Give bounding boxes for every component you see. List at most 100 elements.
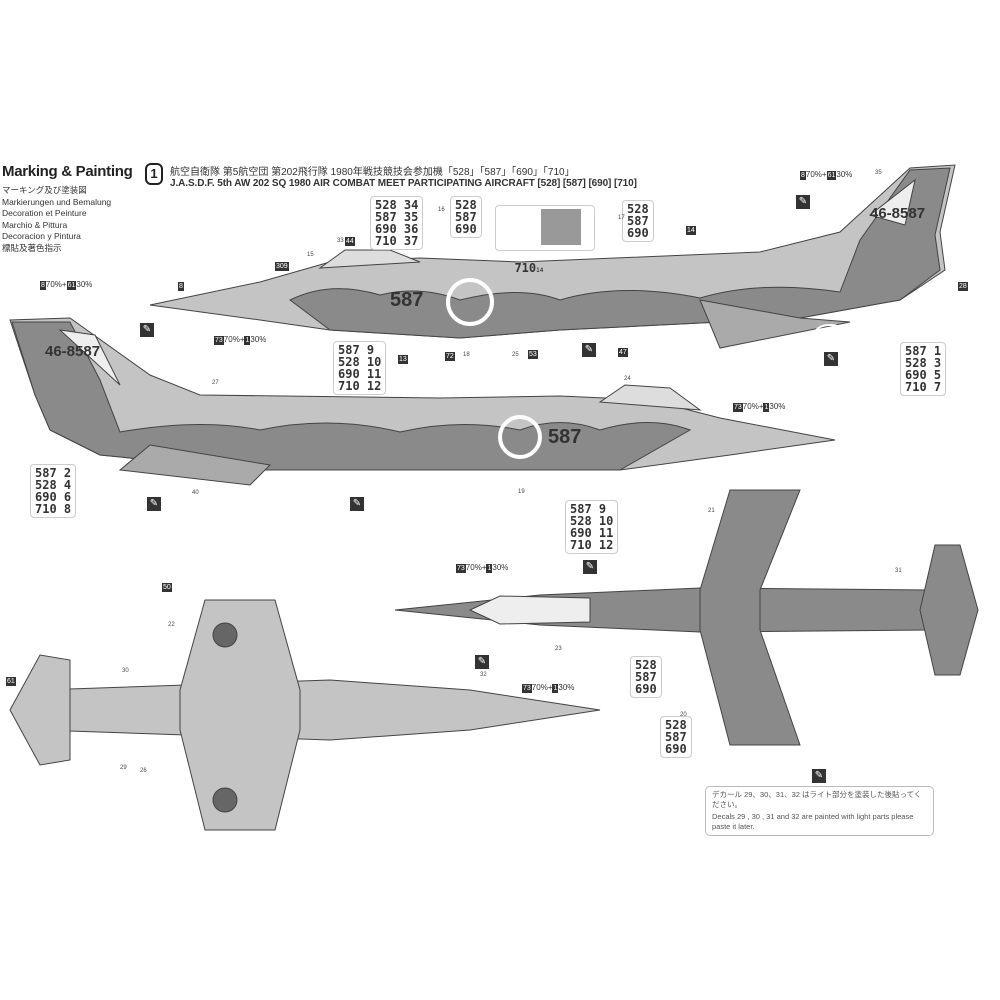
callout: 29 (120, 765, 127, 771)
paint-brush-icon: ✎ (350, 497, 364, 511)
color-percent: 30% (836, 170, 853, 179)
color-percent: 70% (805, 170, 822, 179)
hinomaru (446, 278, 494, 326)
callout: 32 (480, 672, 487, 678)
decal-stack: 528 587 690 (660, 716, 692, 758)
inset-decal-number: 14 (536, 267, 544, 274)
color-percent: 30% (769, 402, 786, 411)
nose-number: 587 (548, 426, 582, 448)
tail-number: 46-8587 (45, 343, 101, 360)
decal-stack: 528 587 690 (622, 200, 654, 242)
color-code: 1 (244, 336, 251, 345)
callout: 15 (307, 252, 314, 258)
scheme-title-en: J.A.S.D.F. 5th AW 202 SQ 1980 AIR COMBAT… (170, 178, 637, 189)
callout: 47 (618, 348, 628, 357)
callout: 40 (192, 490, 199, 496)
color-percent: 30% (492, 563, 509, 572)
paint-brush-icon: ✎ (583, 560, 597, 574)
translation-zh: 標貼及著色指示 (2, 242, 62, 253)
color-code: 1 (763, 403, 770, 412)
inset-image (541, 209, 581, 245)
callout: 16 (438, 207, 445, 213)
callout: 72 (445, 352, 455, 361)
paint-brush-icon: ✎ (796, 195, 810, 209)
callout: 18 (463, 352, 470, 358)
wings (699, 489, 801, 746)
wings (179, 599, 301, 831)
callout: 17 (618, 215, 625, 221)
translation-jp: マーキング及び塗装図 (2, 185, 87, 195)
decal-stack: 587 9 528 10 690 11 710 12 (333, 341, 387, 395)
color-code: 73 (214, 336, 224, 345)
stabilizer (9, 654, 71, 766)
canopy (318, 249, 421, 269)
roundel-lower (212, 787, 238, 813)
bottom-plan-view (9, 599, 601, 831)
callout: 27 (212, 380, 219, 386)
roundel-upper (212, 622, 238, 648)
wing (699, 299, 851, 349)
color-percent: 70% (45, 280, 62, 289)
callout: 50 (162, 583, 172, 592)
callout: 30 (122, 668, 129, 674)
color-code: 73 (522, 684, 532, 693)
color-code: 61 (66, 281, 77, 290)
translation-es: Decoracion y Pintura (2, 231, 81, 242)
canopy (468, 595, 591, 625)
top-plan-view (394, 489, 979, 746)
color-code: 73 (733, 403, 743, 412)
decal-stack: 528 34 587 35 690 36 710 37 (370, 196, 424, 250)
tail-panel (58, 329, 121, 386)
translation-de: Markierungen und Bemalung (2, 196, 112, 207)
tail-panel (868, 178, 916, 226)
decal-stack: 587 2 528 4 690 6 710 8 (30, 464, 77, 518)
color-percent: 70% (742, 402, 759, 411)
paint-brush-icon: ✎ (582, 343, 596, 357)
decal-note: デカール 29、30、31、32 はライト部分を塗装した後貼ってください。 De… (705, 786, 934, 836)
inset-detail: 71014 (495, 205, 595, 275)
paint-brush-icon: ✎ (812, 769, 826, 783)
paint-brush-icon: ✎ (147, 497, 161, 511)
callout: 14 (686, 226, 696, 235)
color-percent: 70% (223, 335, 240, 344)
callout: 13 (398, 355, 408, 364)
decal-stack: 587 1 528 3 690 5 710 7 (900, 342, 947, 396)
color-mix-callout: 870%+6130% (40, 280, 93, 290)
callout: 31 (895, 568, 902, 574)
decal-stack: 528 587 690 (450, 196, 482, 238)
note-en: Decals 29 , 30 , 31 and 32 are painted w… (712, 812, 914, 831)
callout: 26 (140, 768, 147, 774)
camo-pattern (289, 167, 951, 339)
color-percent: 70% (531, 683, 548, 692)
callout: 21 (708, 508, 715, 514)
color-code: 8 (40, 281, 46, 290)
paint-brush-icon: ✎ (824, 352, 838, 366)
callout: 44 (345, 237, 355, 246)
color-mix-callout: 7370%+130% (522, 683, 575, 693)
translation-fr: Decoration et Peinture (2, 208, 87, 219)
decal-stack: 587 9 528 10 690 11 710 12 (565, 500, 619, 554)
callout: 23 (555, 646, 562, 652)
paint-brush-icon: ✎ (140, 323, 154, 337)
color-code: 1 (486, 564, 493, 573)
callout: 8 (178, 282, 184, 291)
color-percent: 30% (250, 335, 267, 344)
callout: 24 (624, 376, 631, 382)
stabilizer (919, 544, 979, 676)
callout: 19 (518, 489, 525, 495)
note-jp: デカール 29、30、31、32 はライト部分を塗装した後貼ってください。 (712, 790, 922, 809)
fuselage (39, 679, 601, 741)
callout: 35 (875, 170, 882, 176)
callout: 53 (528, 350, 538, 359)
color-mix-callout: 7370%+130% (733, 402, 786, 412)
nose-number: 587 (390, 289, 424, 311)
callout: 28 (958, 282, 968, 291)
side-view-right-facing (9, 317, 836, 486)
wing (118, 444, 272, 486)
color-mix-callout: 7370%+130% (456, 563, 509, 573)
title-translations: マーキング及び塗装図 Markierungen und Bemalung Dec… (2, 185, 111, 255)
canopy (598, 384, 702, 411)
color-percent: 70% (465, 563, 482, 572)
